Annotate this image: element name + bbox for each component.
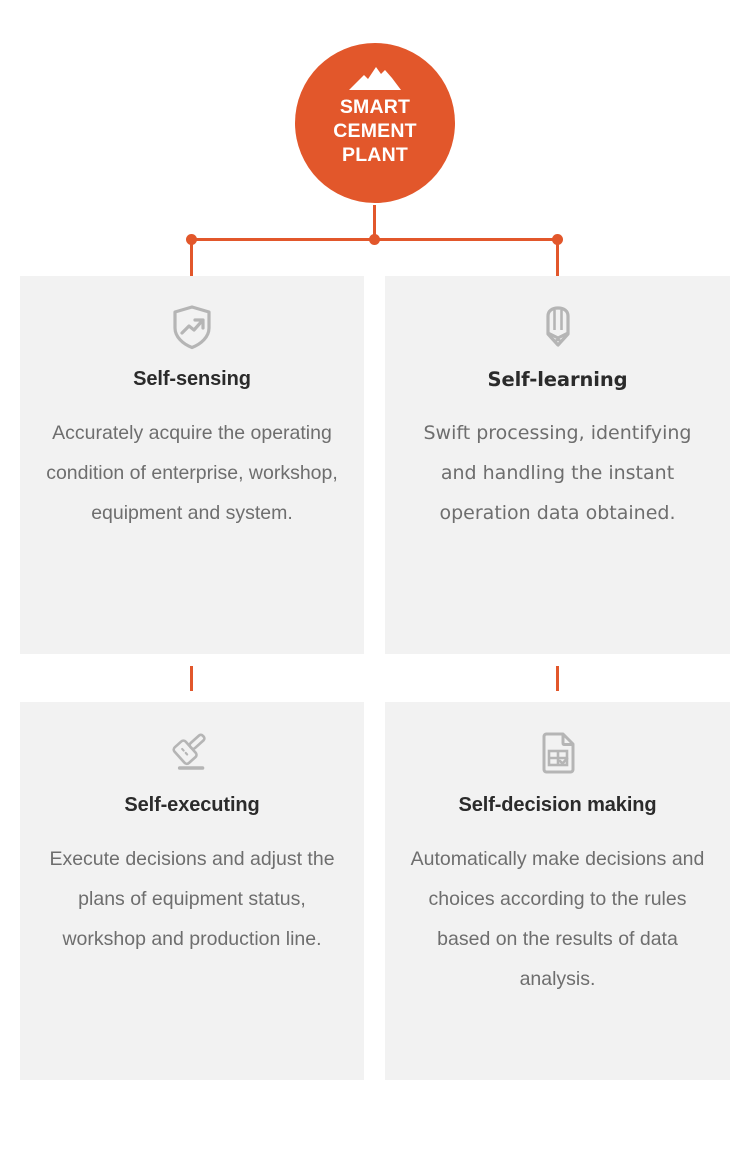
card-title: Self-executing <box>124 794 260 816</box>
card-self-learning[interactable]: Self-learning Swift processing, identify… <box>385 276 730 654</box>
shield-trend-icon <box>173 305 211 350</box>
connector-dot-left <box>186 233 197 245</box>
mountain-icon <box>349 67 401 90</box>
card-title: Self-sensing <box>133 368 251 390</box>
card-self-decision-making[interactable]: Self-decision making Automatically make … <box>385 702 730 1080</box>
connector-dot-center <box>369 233 380 245</box>
card-body: Automatically make decisions and choices… <box>410 848 705 990</box>
hub-smart-cement-plant: SMART CEMENT PLANT <box>295 43 455 203</box>
connector-mid-right <box>556 666 559 691</box>
hub-title: SMART CEMENT PLANT <box>333 96 417 166</box>
connector-drop-right <box>556 244 559 276</box>
card-body: Execute decisions and adjust the plans o… <box>49 848 335 950</box>
connector-dot-right <box>552 233 563 245</box>
card-title: Self-learning <box>487 368 628 391</box>
document-table-icon <box>542 732 574 774</box>
card-self-executing[interactable]: Self-executing Execute decisions and adj… <box>20 702 364 1080</box>
card-body: Accurately acquire the operating conditi… <box>46 422 338 524</box>
pencil-icon <box>545 306 570 347</box>
connector-hub-stem <box>373 205 376 235</box>
connector-mid-left <box>190 666 193 691</box>
gavel-icon <box>172 733 206 770</box>
card-self-sensing[interactable]: Self-sensing Accurately acquire the oper… <box>20 276 364 654</box>
connector-drop-left <box>190 244 193 276</box>
card-body: Swift processing, identifying and handli… <box>423 422 692 524</box>
card-title: Self-decision making <box>458 794 657 816</box>
